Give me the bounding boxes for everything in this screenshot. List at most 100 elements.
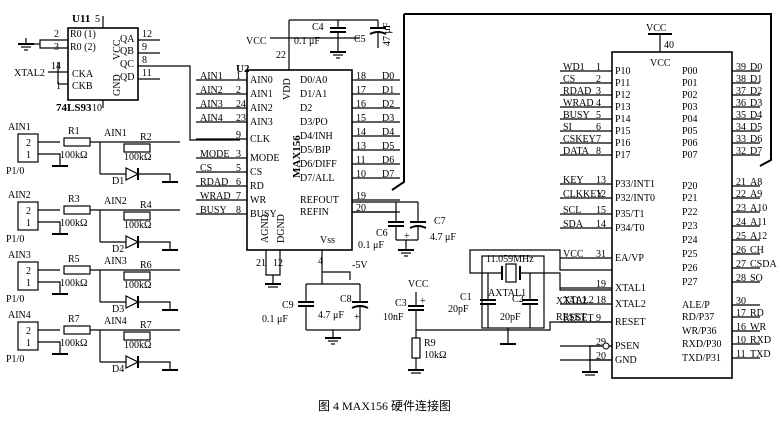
mcu-pin-num-4: 4 [596, 98, 601, 109]
u2-rpin-num-16: 16 [356, 99, 366, 110]
u11-part: 74LS93 [56, 102, 92, 114]
u11-pin-qd-name: QD [120, 72, 134, 83]
mcu-pin-name-p17: P17 [615, 150, 631, 161]
u2-pin-name-wr: WR [250, 195, 266, 206]
input-r7-value: 100kΩ [60, 338, 87, 349]
mcu-rnet-d1: D1 [750, 74, 762, 85]
mcu-rpin-name-p22: P22 [682, 207, 698, 218]
input-ain4-shunt-value: 100kΩ [124, 340, 151, 351]
input-ain2-wire-e [138, 241, 171, 250]
mcu-pin-num-14: 14 [596, 219, 606, 230]
u2-pin-name-rd: RD [250, 181, 264, 192]
mcu-rpin-num-30: 30 [736, 296, 746, 307]
u2-pin-name-ain0: AIN0 [250, 75, 273, 86]
mcu-pin-name-p13: P13 [615, 102, 631, 113]
crystal-ref: AXTAL1 [488, 288, 526, 299]
data-bus [391, 13, 772, 191]
input-r1-ref: R1 [68, 126, 80, 137]
u2-pin-name-ain1: AIN1 [250, 89, 273, 100]
u2-part: MAX156 [291, 135, 303, 178]
mcu-rnet-a11: A11 [750, 217, 767, 228]
u11-ref: U11 [72, 13, 90, 25]
crystal-body [505, 263, 517, 283]
u2-pin-num-23: 23 [236, 113, 246, 124]
mcu-pin-name-p35-t1: P35/T1 [615, 209, 644, 220]
u11-pin-11-num: 11 [142, 68, 152, 79]
input-ain3-connector [17, 261, 39, 291]
u2-pin-num-24: 24 [236, 99, 246, 110]
mcu-net-reset: RESET [563, 313, 594, 324]
u2-vss-label: Vss [320, 235, 335, 246]
input-ain4-pin1: 1 [26, 338, 31, 349]
input-ain3-wire-gnd [38, 281, 61, 294]
input-ain1-pin2: 2 [26, 138, 31, 149]
mcu-pin-num-12: 12 [596, 189, 606, 200]
input-ain2-conn: P1/0 [6, 234, 24, 245]
input-ain3-pin2: 2 [26, 266, 31, 277]
u2-rpin-num-19: 19 [356, 191, 366, 202]
mcu-pin-name-p15: P15 [615, 126, 631, 137]
mcu-pin-num-20: 20 [596, 351, 606, 362]
mcu-net-sda: SDA [563, 219, 584, 230]
input-r7-body [63, 325, 91, 335]
input-ain4-connector [17, 321, 39, 351]
input-ain2-shunt-value: 100kΩ [124, 220, 151, 231]
input-ain1-net: AIN1 [104, 128, 127, 139]
u2-rpin-name-d3-po: D3/PO [300, 117, 328, 128]
c7-ref: C7 [434, 216, 446, 227]
mcu-pin-name-xtal1: XTAL1 [615, 283, 646, 294]
u2-pin-num-8: 8 [236, 205, 241, 216]
u2-rpin-num-10: 10 [356, 169, 366, 180]
input-d2-diode [125, 235, 140, 249]
u2-net-cs: CS [200, 163, 212, 174]
mcu-net-rdad: RDAD [563, 86, 591, 97]
u2-vdd-pin: 22 [276, 50, 286, 61]
input-ain1-pin1: 1 [26, 150, 31, 161]
mcu-rpin-name-p21: P21 [682, 193, 698, 204]
mcu-rpin-name-p02: P02 [682, 90, 698, 101]
reset-net-label: RESET [556, 312, 587, 323]
input-d1-ref: D1 [112, 176, 124, 187]
mcu-rpin-name-p23: P23 [682, 221, 698, 232]
input-d3-ref: D3 [112, 304, 124, 315]
input-ain3-pin1: 1 [26, 278, 31, 289]
input-ain4-conn: P1/0 [6, 354, 24, 365]
input-ain2-pin1: 1 [26, 218, 31, 229]
u11-pin-14-num: 14 [51, 61, 61, 72]
c6-value: 0.1 μF [358, 240, 384, 251]
mcu-pin-num-18: 18 [596, 295, 606, 306]
u2-rpin-num-15: 15 [356, 113, 366, 124]
u2-rnet-d5: D5 [382, 141, 394, 152]
u2-pin-num-7: 7 [236, 191, 241, 202]
input-ain1-connector [17, 133, 39, 163]
u2-pin-num-3: 3 [236, 149, 241, 160]
reset-vcc-label: VCC [408, 279, 429, 290]
u2-rpin-name-d5-bip: D5/BIP [300, 145, 331, 156]
mcu-pin-name-p33-int1: P33/INT1 [615, 179, 655, 190]
input-ain2-net: AIN2 [104, 196, 127, 207]
u2-rnet-d1: D1 [382, 85, 394, 96]
u2-net-ain1: AIN1 [200, 71, 223, 82]
input-ain1-shunt-ref: R2 [140, 132, 152, 143]
c3-ref: C3 [395, 298, 407, 309]
u2-rpin-num-11: 11 [356, 155, 366, 166]
input-ain4-shunt-ref: R7 [140, 320, 152, 331]
input-ain4-wire-gnd [38, 341, 61, 354]
input-ain1-shunt-value: 100kΩ [124, 152, 151, 163]
mcu-rnet-a8: A8 [750, 177, 762, 188]
mcu-pin-num-1: 1 [596, 62, 601, 73]
mcu-rpin-num-32: 32 [736, 146, 746, 157]
mcu-rpin-name-p01: P01 [682, 78, 698, 89]
mcu-rpin-name-p05: P05 [682, 126, 698, 137]
c4-ref: C4 [312, 22, 324, 33]
mcu-pin-name-p32-int0: P32/INT0 [615, 193, 655, 204]
u11-chip: U11 74LS93 5 VCC GND 10 2 R0 (1) 3 R0 (2… [14, 13, 240, 141]
c9-ref: C9 [282, 300, 294, 311]
mcu-rpin-num-10: 10 [736, 335, 746, 346]
mcu-pin-num-6: 6 [596, 122, 601, 133]
input-r3-ref: R3 [68, 194, 80, 205]
u2-rnet-d6: D6 [382, 155, 394, 166]
mcu-rpin-num-33: 33 [736, 134, 746, 145]
